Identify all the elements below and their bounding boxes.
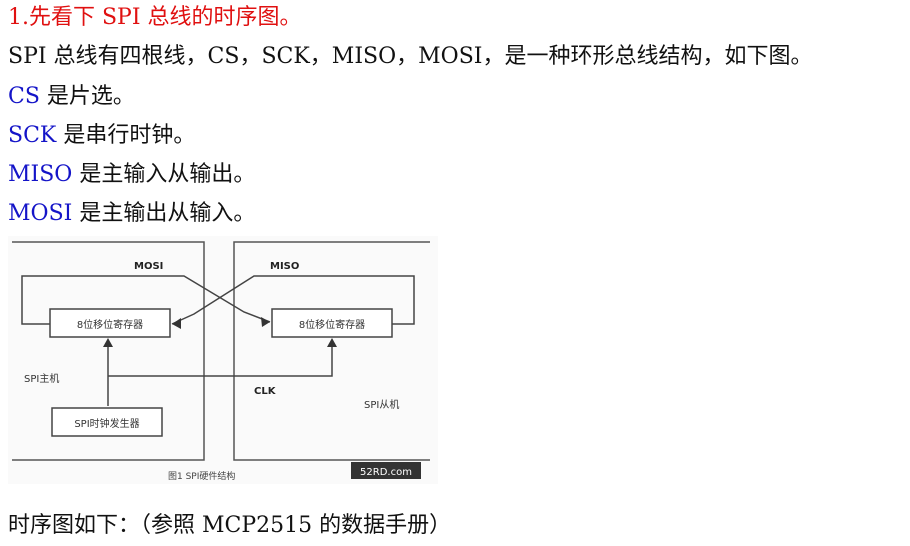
clock-slave-arrow (327, 338, 337, 347)
signal-sck-line: SCK 是串行时钟。 (8, 122, 195, 150)
clock-generator-box (51, 407, 163, 437)
signal-term-sck: SCK (8, 123, 57, 148)
section-heading: 1.先看下 SPI 总线的时序图。 (8, 5, 302, 30)
master-loop-wire (21, 275, 156, 325)
signal-term-mosi: MOSI (8, 201, 73, 226)
mosi-wire (156, 275, 271, 323)
spi-hardware-diagram: 8位移位寄存器 8位移位寄存器 MOSI MISO CLK SPI时钟发生器 S… (8, 236, 438, 484)
clk-label: CLK (254, 386, 277, 397)
slave-label: SPI从机 (364, 398, 399, 411)
signal-cs-line: CS 是片选。 (8, 83, 135, 111)
slave-loop-wire (278, 275, 415, 325)
signal-desc-miso: 是主输入从输出。 (72, 162, 256, 187)
figure-background (8, 236, 438, 484)
watermark-badge (351, 462, 421, 479)
miso-wire (171, 275, 278, 325)
clock-master-arrow (103, 338, 113, 347)
miso-label: MISO (270, 261, 299, 272)
signal-term-miso: MISO (8, 162, 73, 187)
spi-hardware-figure: 8位移位寄存器 8位移位寄存器 MOSI MISO CLK SPI时钟发生器 S… (8, 236, 438, 484)
watermark-text: 52RD.com (360, 467, 412, 478)
slave-shift-register (271, 308, 393, 338)
miso-arrow (172, 318, 181, 329)
signal-term-cs: CS (8, 84, 40, 109)
intro-paragraph: SPI 总线有四根线，CS，SCK，MISO，MOSI，是一种环形总线结构，如下… (8, 44, 813, 69)
mosi-arrow (261, 317, 270, 327)
signal-desc-cs: 是片选。 (39, 84, 135, 109)
signal-desc-sck: 是串行时钟。 (56, 123, 196, 148)
mosi-label: MOSI (134, 261, 163, 272)
signal-desc-mosi: 是主输出从输入。 (72, 201, 256, 226)
signal-miso-line: MISO 是主输入从输出。 (8, 161, 255, 189)
master-label: SPI主机 (24, 372, 59, 385)
signal-mosi-line: MOSI 是主输出从输入。 (8, 200, 255, 228)
slave-shift-register-label: 8位移位寄存器 (299, 318, 365, 331)
master-boundary (12, 241, 205, 461)
clock-to-slave-wire (108, 340, 333, 377)
master-shift-register (49, 308, 171, 338)
figure-caption: 图1 SPI硬件结构 (168, 470, 235, 482)
footer-paragraph: 时序图如下：（参照 MCP2515 的数据手册） (8, 513, 452, 538)
master-shift-register-label: 8位移位寄存器 (77, 318, 143, 331)
slave-boundary (233, 241, 430, 461)
clock-generator-label: SPI时钟发生器 (74, 417, 139, 430)
